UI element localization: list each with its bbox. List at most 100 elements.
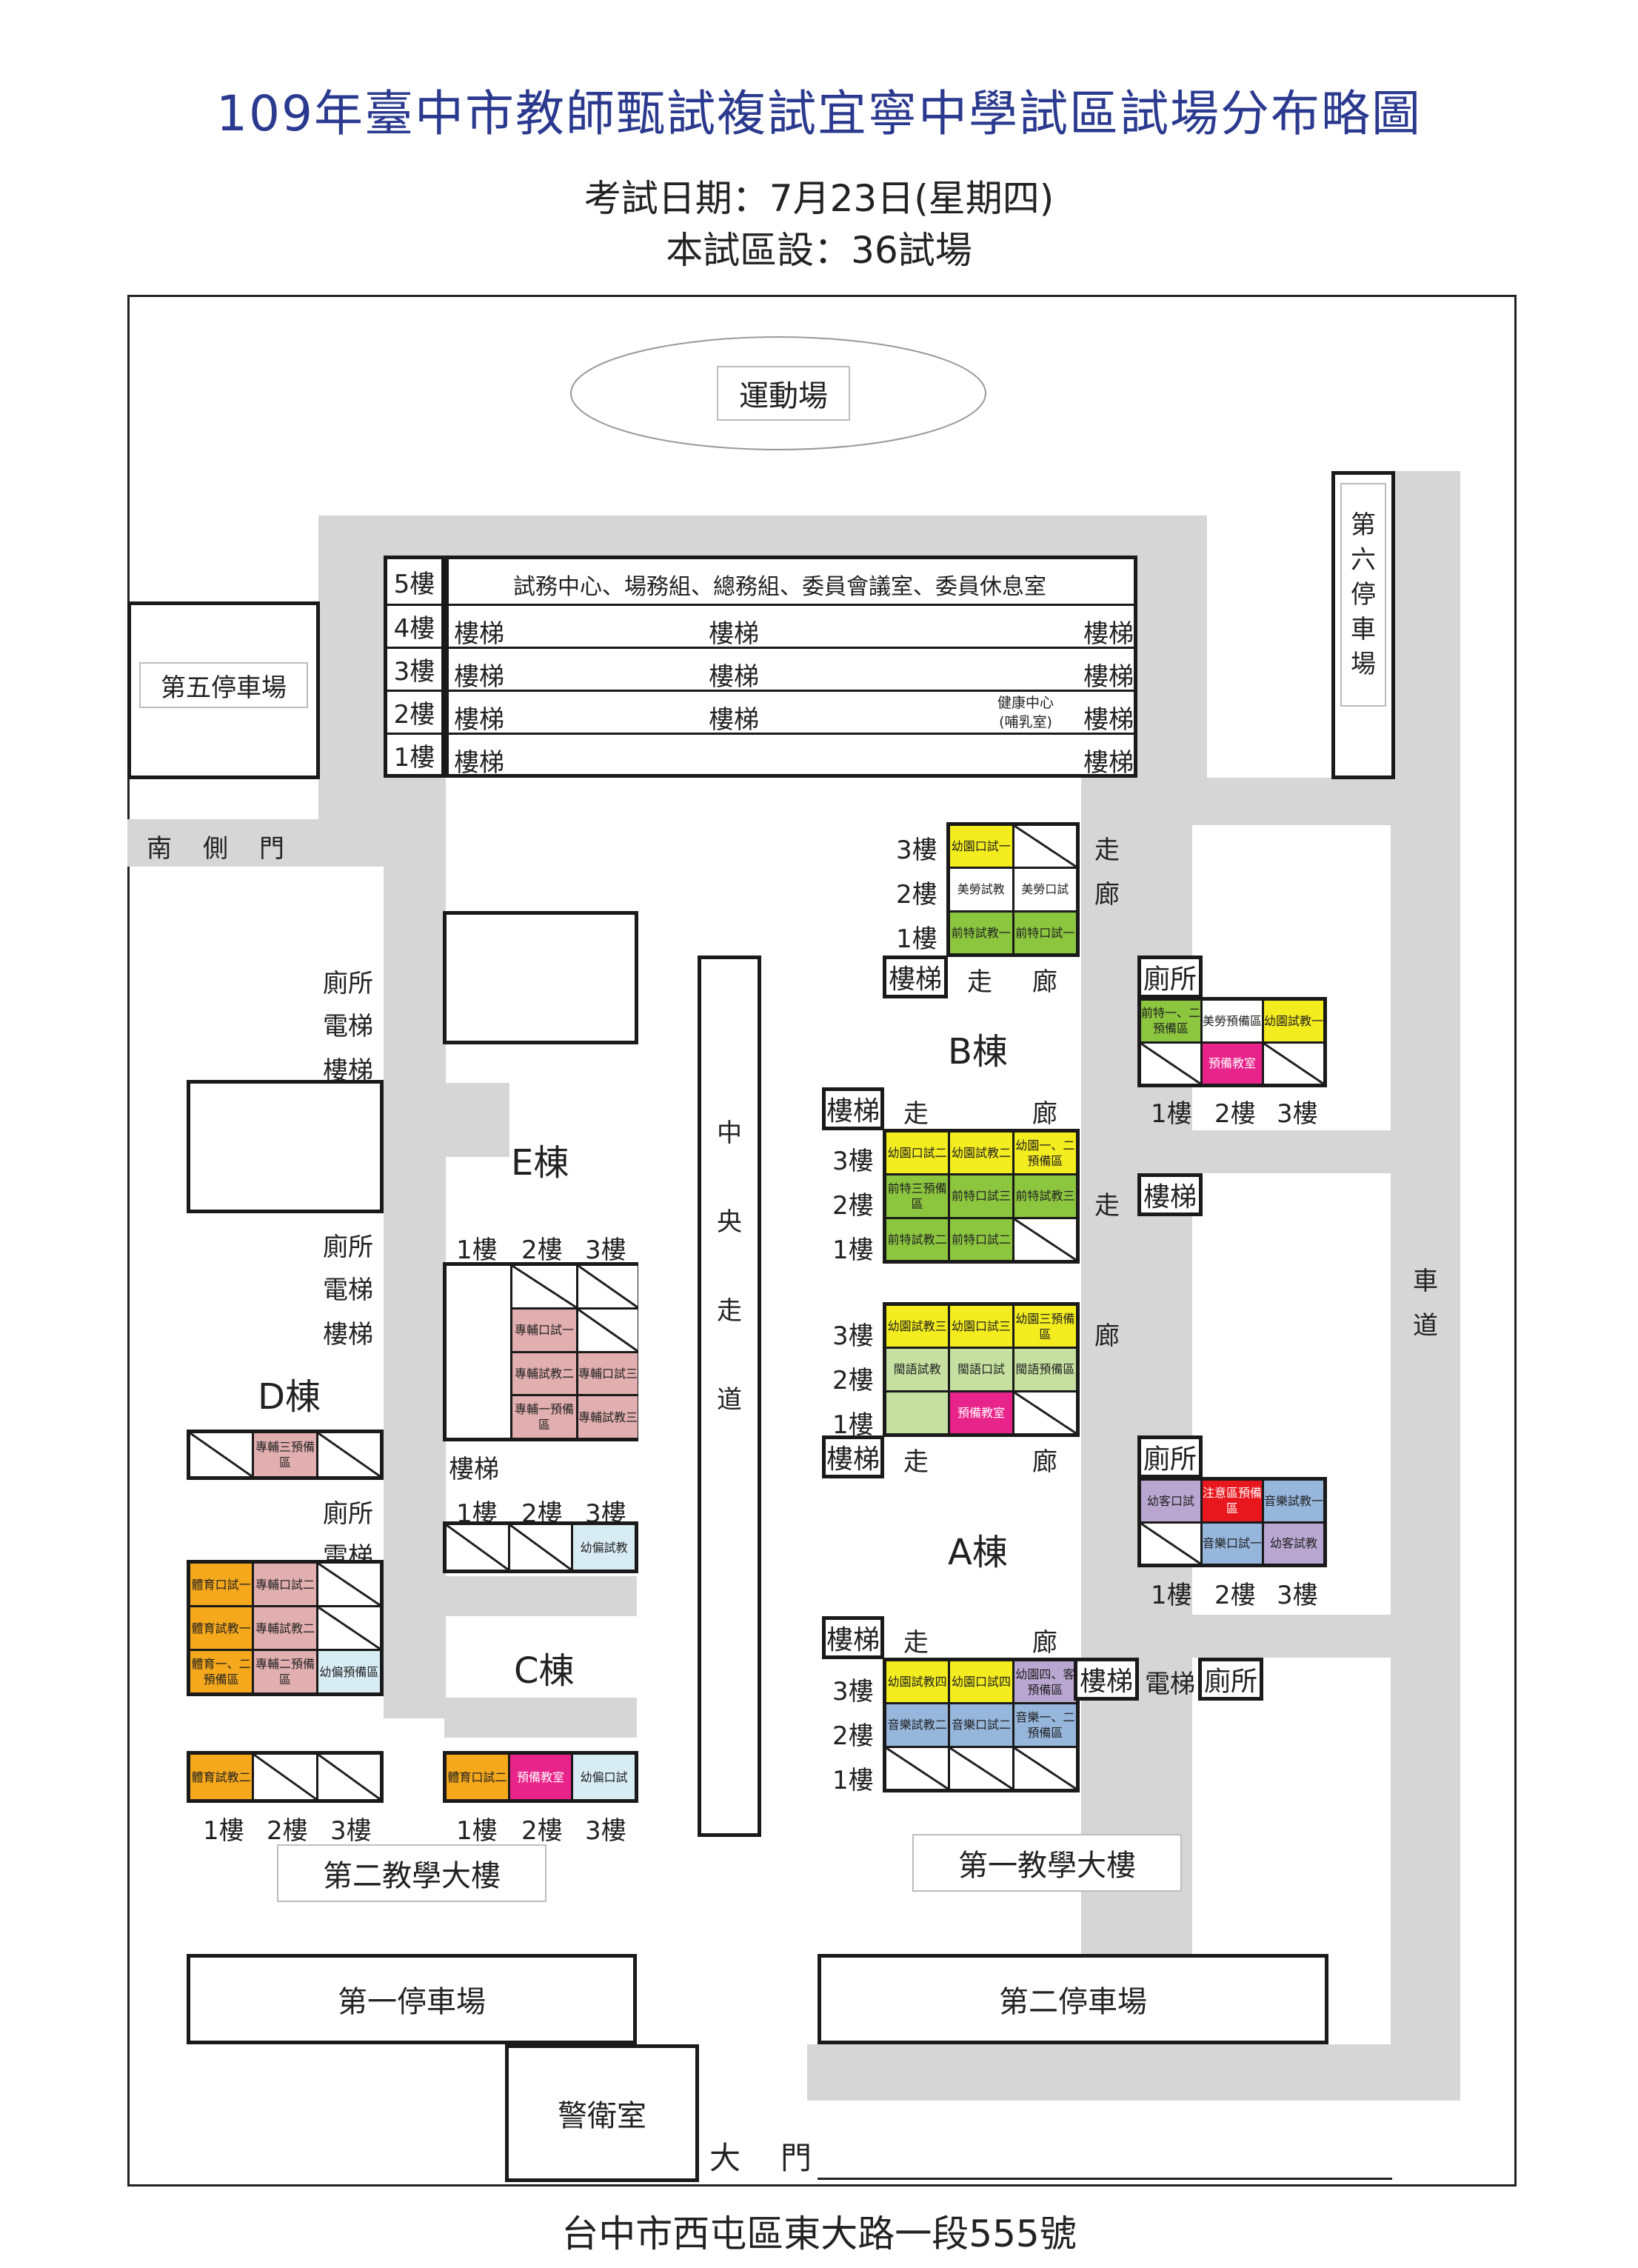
e-building-rooms: 專輔口試一 專輔試教二 專輔口試三 專輔一預備區 專輔試教三	[443, 1262, 638, 1441]
room-c-1: 幼偏試教	[573, 1525, 635, 1570]
exam-date: 考試日期：7月23日(星期四)	[584, 177, 1054, 220]
corridor: 廊	[1094, 880, 1120, 910]
corridor: 廊	[1032, 1628, 1057, 1658]
d-building-bottom-rooms: 體育試教二	[187, 1751, 384, 1803]
floor-label-2f: 2樓	[267, 1816, 308, 1846]
parking-6-text: 第六停車場	[1351, 510, 1376, 679]
room-a-e1: 注意區預備區	[1203, 1481, 1262, 1521]
room-a-s3c: 幼園四、客預備區	[1014, 1661, 1076, 1703]
central-walkway	[698, 955, 761, 1837]
room-d-7: 幼偏預備區	[318, 1651, 380, 1692]
a-east-rooms: 注意區預備區 音樂試教一 幼客口試 音樂口試一 幼客試教	[1137, 1477, 1327, 1567]
floor-label-3f: 3樓	[1277, 1099, 1318, 1129]
floor-label-3f: 3樓	[832, 1147, 874, 1176]
d-building-block	[187, 1080, 384, 1213]
e-stair: 樓梯	[449, 1455, 499, 1484]
room-a-s3b: 幼園口試四	[950, 1661, 1012, 1703]
floor-label: 1樓	[387, 735, 445, 776]
road-cross-a	[1133, 1615, 1391, 1658]
floor-5: 5樓 試務中心、場務組、總務組、委員會議室、委員休息室	[387, 559, 1134, 604]
b-toilet: 廁所	[1137, 955, 1203, 998]
teaching-building-1: 第一教學大樓	[912, 1834, 1182, 1892]
road-top	[318, 516, 1207, 556]
room-a-n2c: 閩語預備區	[1014, 1349, 1076, 1390]
room-b-n2a: 美勞試教	[950, 869, 1012, 910]
room-empty	[447, 1266, 510, 1438]
floor-label-2f: 2樓	[1214, 1581, 1256, 1610]
room-b-s2c: 前特試教三	[1014, 1175, 1076, 1217]
main-gate: 大 門	[709, 2140, 817, 2176]
floor-1: 1樓 樓梯 樓梯	[387, 733, 1134, 778]
south-gate-label: 南 側 門	[147, 834, 287, 864]
teaching-building-2: 第二教學大樓	[277, 1844, 546, 1902]
b-east-rooms: 前特一、二預備區 美勞預備區 幼園試教一 預備教室	[1137, 997, 1327, 1087]
floor-label-3f: 3樓	[585, 1816, 626, 1846]
e-building-block	[443, 911, 638, 1044]
room-d-3: 體育試教一	[190, 1607, 253, 1649]
floor-2: 2樓 樓梯 樓梯 健康中心(哺乳室) 樓梯	[387, 690, 1134, 735]
room-d-8: 體育試教二	[190, 1755, 253, 1799]
central-walkway-label: 中央走道	[707, 1089, 752, 1444]
room-a-e5: 幼客試教	[1264, 1523, 1323, 1564]
b-stair: 樓梯	[883, 955, 948, 998]
corridor: 廊	[1032, 1099, 1057, 1129]
room-b-s1a: 前特試教二	[886, 1218, 949, 1260]
corridor: 廊	[1032, 1447, 1057, 1477]
room-empty	[254, 1755, 316, 1799]
stair: 樓梯	[454, 748, 504, 778]
nursing-room: (哺乳室)	[999, 714, 1052, 730]
stair: 樓梯	[709, 619, 759, 649]
room-a-n3c: 幼園三預備區	[1014, 1306, 1076, 1347]
road-cross-b	[1133, 1130, 1391, 1173]
b-stair: 樓梯	[822, 1087, 884, 1130]
room-d-5: 體育一、二預備區	[190, 1651, 253, 1692]
road-label: 車道	[1403, 1259, 1448, 1348]
floor-label-3f: 3樓	[1277, 1581, 1318, 1610]
room-d-6: 專輔二預備區	[254, 1651, 316, 1692]
floor-label-1f: 1樓	[1151, 1099, 1192, 1129]
floor-label: 2樓	[387, 692, 445, 733]
floor-label: 4樓	[387, 606, 445, 647]
c-building-label: C棟	[514, 1650, 575, 1692]
room-empty	[318, 1433, 380, 1476]
a-north-rooms: 幼園試教三 幼園口試三 幼園三預備區 閩語試教 閩語口試 閩語預備區 預備教室	[883, 1302, 1080, 1437]
floor-label-1f: 1樓	[456, 1816, 498, 1846]
room-e-2: 專輔試教二	[512, 1353, 576, 1395]
floor-label-2f: 2樓	[1214, 1099, 1256, 1129]
floor-label: 3樓	[387, 649, 445, 690]
room-e-5: 專輔試教三	[578, 1396, 638, 1438]
room-a-s3a: 幼園試教四	[886, 1661, 949, 1703]
stair: 樓梯	[1083, 705, 1134, 735]
floor-label-2f: 2樓	[896, 880, 937, 910]
room-c-3: 預備教室	[509, 1755, 572, 1799]
room-empty	[578, 1266, 638, 1307]
a-stair-east: 樓梯	[1074, 1658, 1139, 1701]
room-empty	[447, 1525, 508, 1570]
health-center: 健康中心(哺乳室)	[997, 693, 1054, 732]
b-building-label: B棟	[948, 1031, 1008, 1073]
room-empty	[190, 1433, 253, 1476]
stair: 樓梯	[454, 619, 504, 649]
room-empty	[1264, 1043, 1323, 1084]
stair: 樓梯	[454, 662, 504, 692]
room-empty	[1014, 1747, 1076, 1789]
room-empty	[886, 1392, 949, 1433]
floor-5-offices: 試務中心、場務組、總務組、委員會議室、委員休息室	[513, 574, 1046, 600]
stair: 樓梯	[1083, 619, 1134, 649]
address: 台中市西屯區東大路一段555號	[561, 2212, 1077, 2255]
room-d-mid: 專輔三預備區	[254, 1433, 316, 1476]
room-empty	[950, 1747, 1012, 1789]
a-stair: 樓梯	[822, 1435, 884, 1478]
floor-label-1f: 1樓	[896, 924, 937, 954]
room-a-n2a: 閩語試教	[886, 1349, 949, 1390]
room-a-e4: 音樂口試一	[1203, 1523, 1262, 1564]
stair: 樓梯	[323, 1320, 373, 1350]
room-a-n2b: 閩語口試	[950, 1349, 1012, 1390]
room-e-1: 專輔口試一	[512, 1309, 576, 1351]
a-toilet: 廁所	[1137, 1435, 1203, 1478]
road-de-gap	[384, 867, 446, 1718]
room-empty	[1014, 826, 1076, 867]
room-empty	[1141, 1523, 1200, 1564]
floor-label-3f: 3樓	[585, 1235, 626, 1265]
floor-label-2f: 2樓	[832, 1191, 874, 1221]
